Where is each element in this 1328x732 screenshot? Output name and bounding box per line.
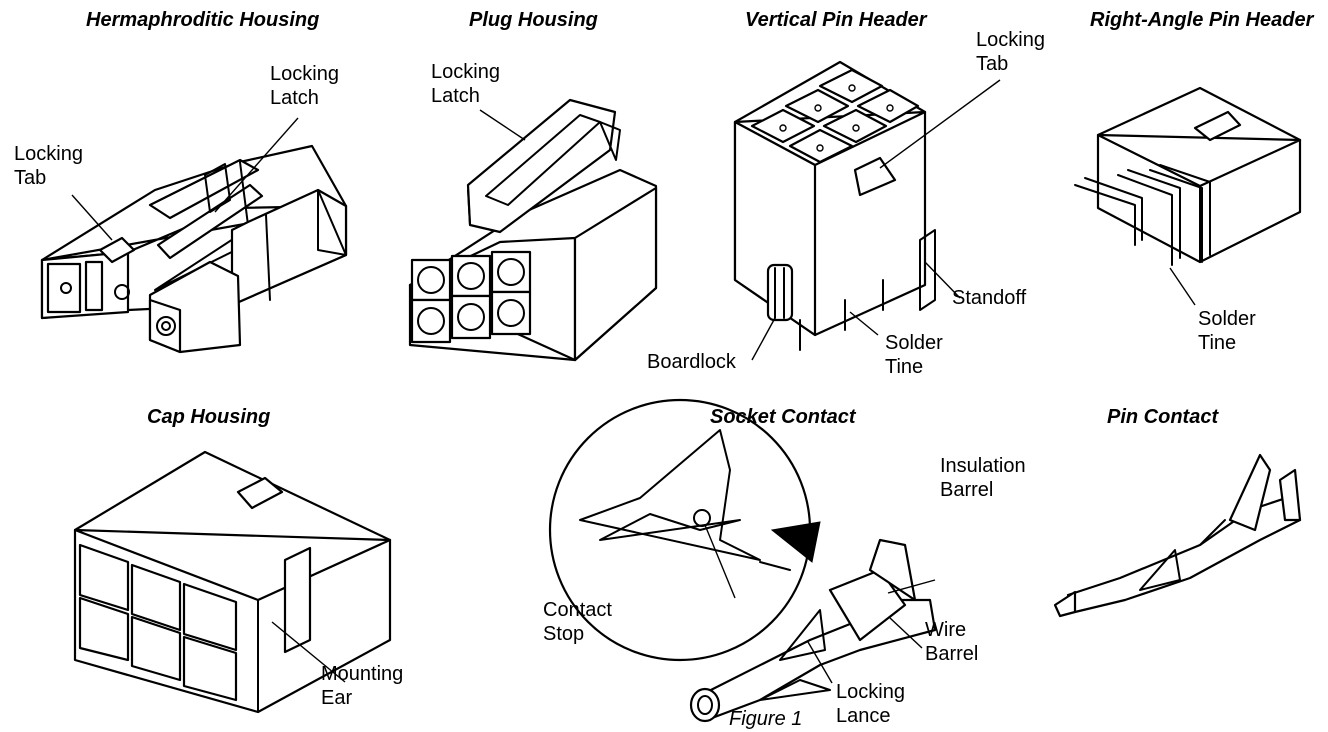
vertical-header-cavities [750,68,920,164]
callout-mounting-ear: Mounting Ear [321,663,404,709]
figure-caption: Figure 1 [729,708,803,730]
title-right-angle-pin-header: Right-Angle Pin Header [1090,9,1314,31]
title-cap-housing: Cap Housing [147,406,271,428]
plug-cavities [410,250,532,344]
callout-contact-stop: Contact Stop [543,599,612,645]
callout-locking-tab-hermaphroditic: Locking Tab [14,143,83,189]
title-pin-contact: Pin Contact [1107,406,1219,428]
right-angle-pins [1074,164,1211,266]
callout-solder-tine-vertical: Solder Tine [885,332,943,378]
title-plug-housing: Plug Housing [469,9,598,31]
callout-locking-tab-vertical: Locking Tab [976,29,1045,75]
vertical-pin-header-drawing [733,60,936,351]
hermaphroditic-housing-drawing [40,144,348,354]
callout-boardlock: Boardlock [647,351,736,373]
right-angle-pin-header-drawing [1074,86,1302,266]
callout-locking-latch-hermaphroditic: Locking Latch [270,63,339,109]
callout-insulation-barrel: Insulation Barrel [940,455,1026,501]
callout-solder-tine-right-angle: Solder Tine [1198,308,1256,354]
leader-lines [71,79,1196,684]
callout-standoff: Standoff [952,287,1027,309]
callout-wire-barrel: Wire Barrel [925,619,979,665]
title-hermaphroditic-housing: Hermaphroditic Housing [86,9,320,31]
callout-locking-latch-plug: Locking Latch [431,61,500,107]
socket-contact-drawing [548,398,937,723]
pin-contact-drawing [1053,453,1302,618]
title-vertical-pin-header: Vertical Pin Header [745,9,927,31]
cap-housing-drawing [73,450,392,714]
title-socket-contact: Socket Contact [710,406,856,428]
callout-locking-lance: Locking Lance [836,681,905,727]
plug-housing-drawing [408,98,658,362]
cap-cavities [78,543,238,702]
